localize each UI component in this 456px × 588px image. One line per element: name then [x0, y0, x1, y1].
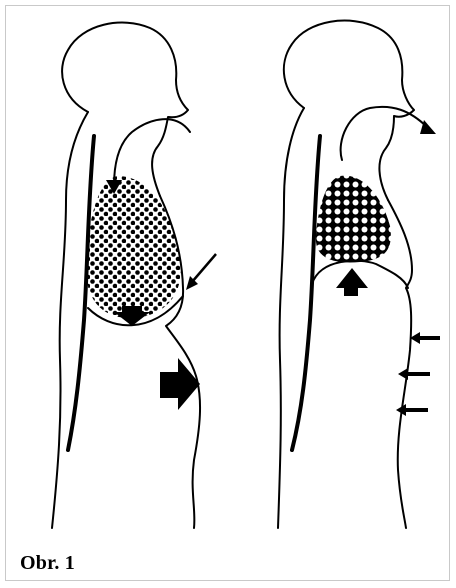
- right-diaphragm-up-arrow: [336, 268, 368, 296]
- right-spine: [292, 136, 320, 450]
- left-spine: [68, 136, 94, 450]
- right-abdomen-arrow-1: [410, 332, 440, 344]
- right-lung: [316, 176, 391, 263]
- left-airway: [114, 119, 190, 186]
- left-lung: [86, 176, 181, 318]
- right-front-outline: [388, 200, 412, 528]
- figure-caption: Obr. 1: [20, 552, 75, 575]
- right-back-outline: [278, 108, 304, 528]
- left-abdomen-out-arrow: [160, 358, 200, 410]
- right-abdomen-arrow-2: [398, 368, 430, 380]
- left-chest-arrow-line: [192, 254, 216, 282]
- breathing-diagram: [0, 0, 456, 530]
- left-head-outline: [62, 23, 188, 196]
